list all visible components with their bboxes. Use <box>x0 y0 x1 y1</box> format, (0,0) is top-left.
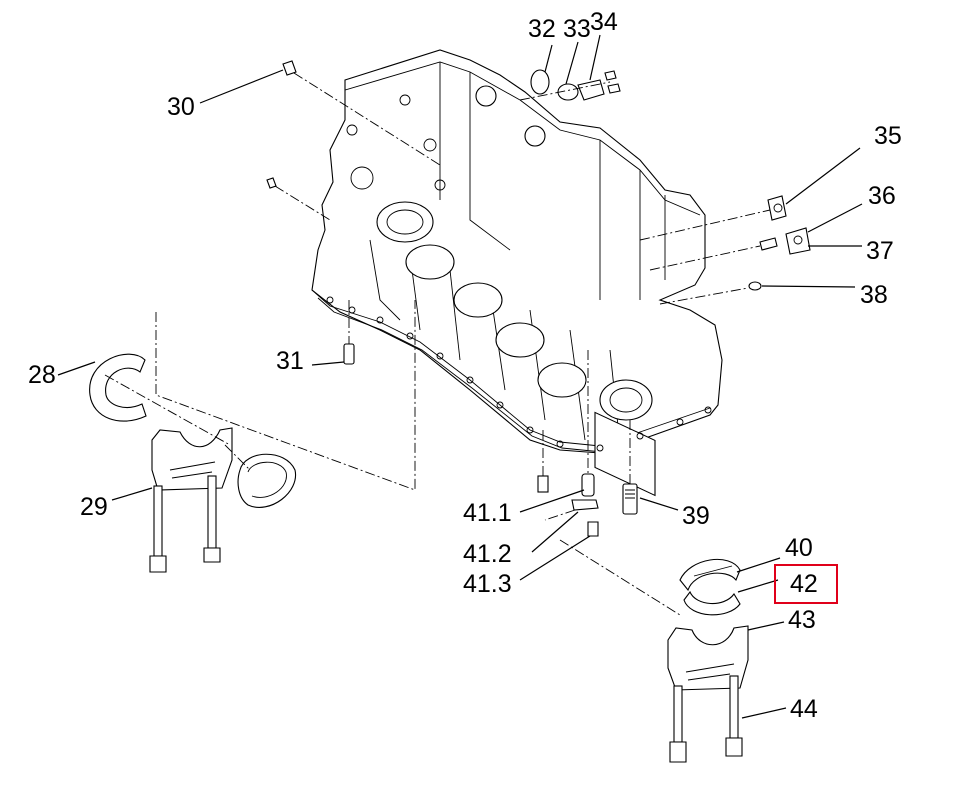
parts-40-44-bearing-cap-right <box>559 539 787 763</box>
label-37: 37 <box>866 237 894 265</box>
label-33: 33 <box>563 15 591 43</box>
label-29: 29 <box>80 493 108 521</box>
label-40: 40 <box>785 534 813 562</box>
label-43: 43 <box>788 606 816 634</box>
label-36: 36 <box>868 182 896 210</box>
label-41-2: 41.2 <box>463 540 512 568</box>
label-32: 32 <box>528 15 556 43</box>
parts-39-41-jets <box>519 350 679 581</box>
parts-28-29-bearing-cap-left <box>57 300 416 573</box>
label-41-3: 41.3 <box>463 570 512 598</box>
label-35: 35 <box>874 122 902 150</box>
part-31-dowel <box>311 300 355 366</box>
label-41-1: 41.1 <box>463 499 512 527</box>
engine-block <box>311 49 723 497</box>
label-28: 28 <box>28 361 56 389</box>
label-39: 39 <box>682 502 710 530</box>
label-31: 31 <box>276 347 304 375</box>
part-30-plug <box>199 60 441 166</box>
block-plug-left <box>266 177 331 221</box>
label-30: 30 <box>167 93 195 121</box>
label-34: 34 <box>590 8 618 36</box>
label-44: 44 <box>790 695 818 723</box>
highlight-box-42 <box>774 564 838 604</box>
parts-32-34-cover <box>519 34 621 101</box>
label-42: 42 <box>790 570 818 598</box>
parts-35-38-fittings <box>639 147 863 305</box>
label-38: 38 <box>860 281 888 309</box>
callout-labels: 28 29 30 31 32 33 34 35 36 37 38 39 40 4… <box>28 8 902 723</box>
